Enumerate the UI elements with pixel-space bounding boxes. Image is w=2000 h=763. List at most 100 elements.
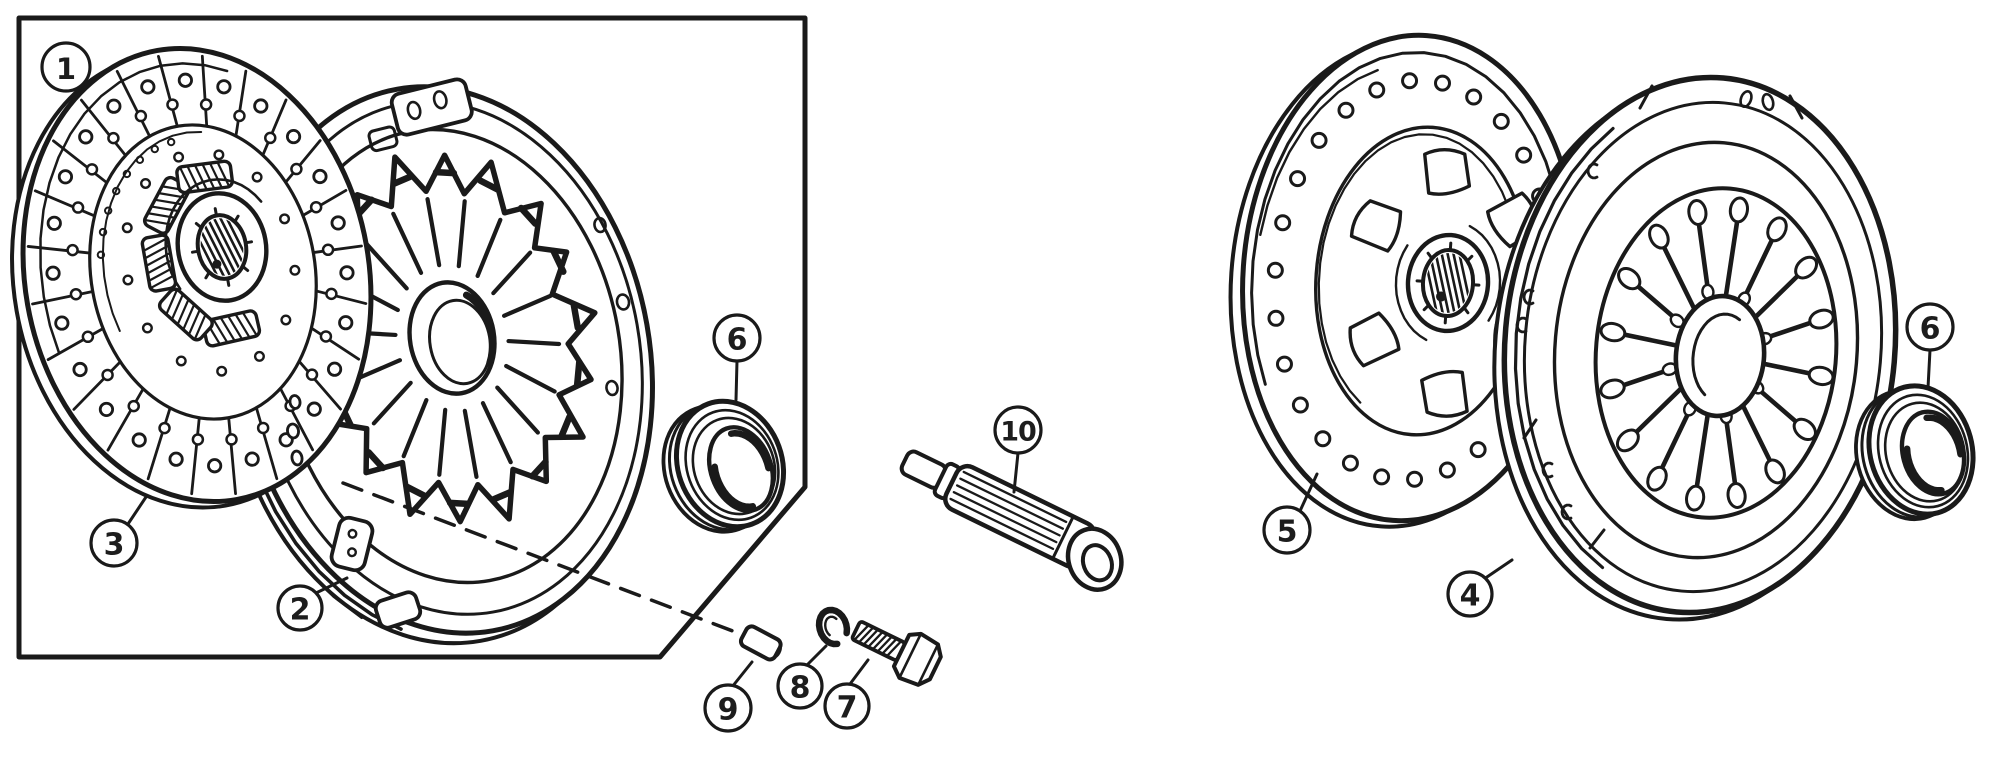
callout-layer: 1 2 3 4 5 6 6: [40, 41, 1955, 733]
window-shape: [1423, 148, 1472, 196]
facing-segment-line: [26, 245, 92, 255]
clutch-disc-left: [10, 45, 374, 510]
callout-9: 9: [703, 660, 754, 733]
facing-hole: [319, 330, 333, 343]
spoke-end-hole: [1794, 255, 1819, 280]
tool-body-divider: [1051, 515, 1075, 560]
diaphragm-finger: [491, 250, 533, 296]
rim-hole: [1469, 441, 1487, 459]
facing-segment-line: [227, 416, 237, 496]
thread-line: [881, 637, 898, 656]
spring-coil-line: [209, 162, 223, 188]
facing-hole: [290, 162, 303, 176]
spring-coil-line: [194, 164, 208, 190]
window-shape: [1420, 369, 1469, 418]
callout-7: 7: [823, 658, 871, 730]
spoke-end-hole: [1648, 223, 1670, 250]
disc-right-splined-hub: [1394, 224, 1502, 342]
leader-line: [1012, 451, 1020, 494]
facing-segment-line: [46, 327, 105, 361]
spline-tooth: [213, 207, 218, 217]
callout-number: 3: [104, 528, 125, 563]
rim-hole: [1492, 112, 1510, 130]
callout-circle: [776, 662, 824, 710]
facing-segment-line: [200, 54, 209, 128]
spring-coil-line: [179, 166, 193, 192]
cover-left-flange-arcs: [257, 475, 403, 631]
top-lug-hole: [1761, 92, 1775, 112]
rivet-hole: [251, 171, 263, 183]
flange-notch-line: [1588, 528, 1606, 550]
rim-hole: [1289, 170, 1307, 188]
flange-hole: [290, 449, 304, 467]
spline-tooth: [204, 270, 211, 280]
diaphragm-finger: [480, 401, 513, 465]
spoke-end: [1615, 428, 1640, 453]
disc-window: [1348, 311, 1401, 368]
spring-coil-line: [171, 294, 184, 320]
rim-hole: [1438, 461, 1456, 479]
flange-edge-arc: [257, 475, 403, 631]
diaphragm-claw-mark: [390, 173, 414, 187]
callout-circle: [1905, 302, 1955, 352]
rivet-hole: [253, 350, 265, 362]
hub-ring-arc: [1468, 224, 1502, 322]
facing-hole: [57, 169, 74, 185]
rim-hole: [1275, 355, 1293, 373]
spline-line: [1445, 251, 1463, 315]
facing-hole: [134, 109, 148, 123]
thread-line: [871, 633, 889, 651]
leader-line: [1482, 558, 1514, 581]
facing-hole: [46, 215, 62, 231]
spline-line: [206, 217, 238, 277]
facing-hole: [72, 361, 88, 378]
spoke-end-hole: [1807, 365, 1835, 387]
callout-6-left: 6: [712, 313, 762, 402]
spline-tooth: [1462, 306, 1470, 315]
release-bearing-right: [1854, 383, 1976, 522]
cover-left-top-lug: [367, 77, 474, 153]
spring-coil-line: [216, 161, 231, 187]
diaphragm-finger: [371, 380, 413, 426]
rivet-hole: [213, 149, 225, 161]
damper-spring: [157, 287, 214, 342]
spline-line: [212, 216, 244, 276]
rivet-hole: [175, 355, 187, 367]
facing-hole: [321, 243, 335, 257]
spoke-end: [1794, 255, 1819, 280]
spoke-end-hole: [1599, 378, 1626, 400]
spring-coil-line: [182, 304, 195, 330]
leader-line: [1926, 348, 1932, 390]
spring-coil-line: [193, 314, 207, 340]
flange-c-cutout: [1522, 288, 1535, 306]
facing-hole: [339, 265, 355, 281]
callout-4: 4: [1446, 558, 1514, 618]
spoke-end-hole: [1615, 428, 1640, 453]
callout-number: 9: [718, 693, 739, 728]
spoke-end-hole: [1685, 484, 1706, 512]
facing-hole: [244, 451, 260, 467]
diaphragm-finger: [506, 338, 562, 347]
spline-tooth: [244, 240, 254, 245]
cover-left-front-flange: [286, 394, 423, 630]
disc-left-details: [26, 54, 368, 496]
spoke-end-hole: [1808, 308, 1835, 330]
lug-hole: [406, 100, 422, 121]
clutch-alignment-tool: [899, 449, 1124, 592]
callout-circle: [712, 313, 762, 363]
diaphragm-claw-mark: [403, 483, 427, 499]
facing-hole: [199, 98, 213, 111]
facing-hole: [233, 109, 246, 123]
callout-circle: [40, 41, 92, 93]
facing-hole: [207, 458, 223, 474]
spring-coil-line: [176, 299, 190, 325]
rim-hole: [1314, 430, 1332, 448]
spoke-end: [1807, 365, 1835, 387]
spoke-end: [1764, 458, 1786, 485]
plate-bead: [122, 169, 132, 179]
facing-hole: [225, 433, 238, 446]
diaphragm-claw-mark: [365, 449, 387, 472]
lug-plate: [373, 590, 423, 630]
plate-bead: [150, 144, 159, 154]
diaphragm-finger: [391, 211, 424, 275]
